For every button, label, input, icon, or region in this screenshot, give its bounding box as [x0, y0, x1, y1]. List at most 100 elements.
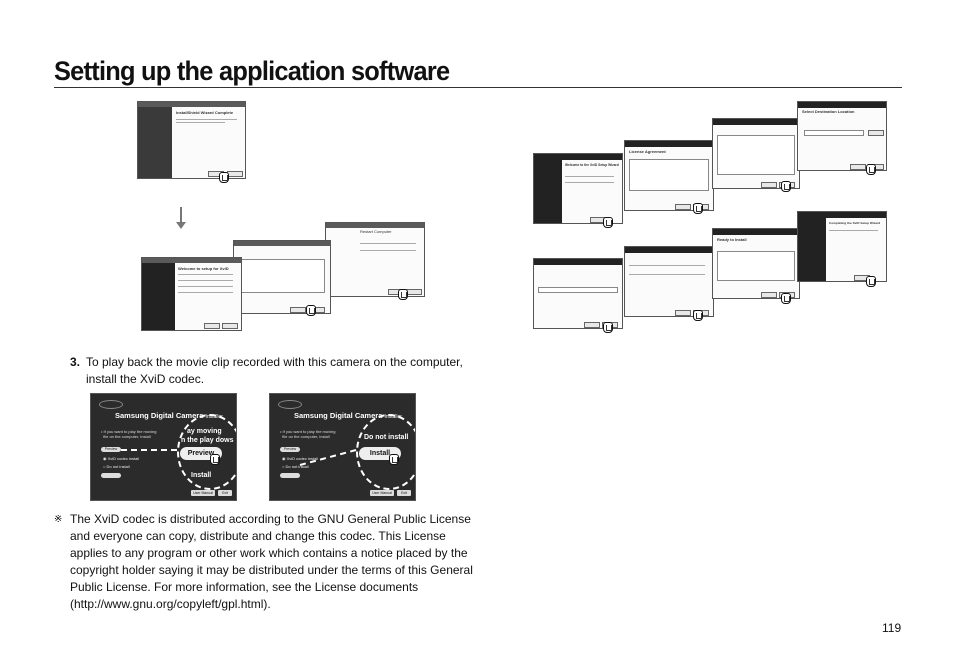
radio-option[interactable]: ○ Do not install	[282, 464, 309, 469]
window-heading: Select Destination Location	[802, 109, 855, 114]
next-button[interactable]	[675, 310, 691, 316]
window-heading: InstallShield Wizard Complete	[176, 110, 234, 115]
window-titlebar	[138, 102, 245, 107]
exit-button[interactable]: Exit	[397, 490, 411, 496]
destination-window: Select Destination Location	[797, 101, 887, 171]
wizard-side-graphic	[138, 107, 172, 178]
window-panel	[240, 259, 325, 293]
next-button[interactable]	[761, 182, 777, 188]
install-option-button[interactable]	[280, 473, 300, 478]
info-window	[712, 118, 800, 189]
next-button[interactable]	[584, 322, 600, 328]
xvid-setup-window	[233, 240, 331, 314]
note-mark: ※	[54, 514, 63, 525]
license-note: ※ The XviD codec is distributed accordin…	[54, 511, 474, 613]
cancel-button[interactable]	[222, 323, 238, 329]
ready-window: Ready to Install	[712, 228, 800, 299]
user-manual-button[interactable]: User Manual	[191, 490, 215, 496]
browse-button[interactable]	[868, 130, 884, 136]
window-titlebar	[534, 154, 622, 160]
installer-text: file on the computer, install	[280, 434, 330, 439]
text-line	[178, 292, 233, 293]
text-line	[176, 119, 237, 120]
text-line	[629, 265, 705, 266]
complete-window: Completing the XviD Setup Wizard	[797, 211, 887, 282]
samsung-logo-icon	[278, 400, 302, 409]
xvid-logo-icon	[534, 160, 562, 223]
next-button[interactable]	[675, 204, 691, 210]
folder-field[interactable]	[538, 287, 618, 293]
window-heading: Ready to Install	[717, 237, 747, 242]
cancel-button[interactable]	[227, 171, 243, 177]
pointer-hand-icon	[398, 289, 408, 300]
license-textbox[interactable]	[629, 159, 709, 191]
radio-option[interactable]: ◉ XviD codec install	[103, 456, 140, 461]
pointer-hand-icon	[603, 217, 613, 228]
user-manual-button[interactable]: User Manual	[370, 490, 394, 496]
window-titlebar	[234, 241, 330, 246]
window-heading: Restart Computer	[360, 229, 392, 234]
preview-option-button[interactable]: Preview	[280, 447, 300, 452]
summary-textbox[interactable]	[717, 251, 795, 281]
text-line	[565, 176, 614, 177]
installer-text: file on the computer, install	[101, 434, 151, 439]
exit-button[interactable]: Exit	[218, 490, 232, 496]
xvid-license-window: Restart Computer	[325, 222, 425, 297]
pointer-hand-icon	[389, 454, 399, 465]
callout-pointer-line	[121, 449, 177, 451]
pointer-hand-icon	[693, 203, 703, 214]
install-complete-window: InstallShield Wizard Complete	[137, 101, 246, 179]
callout-text: n the play dows	[181, 437, 234, 444]
window-titlebar	[625, 141, 713, 147]
callout-text: ay moving	[187, 428, 222, 435]
xvid-logo-icon	[798, 218, 826, 281]
path-field[interactable]	[804, 130, 864, 136]
next-button[interactable]	[290, 307, 306, 313]
window-titlebar	[713, 229, 799, 235]
step-number: 3.	[70, 355, 81, 369]
pointer-hand-icon	[781, 293, 791, 304]
window-titlebar	[798, 102, 886, 108]
flow-arrow	[180, 207, 182, 224]
callout-circle	[356, 414, 415, 490]
title-rule	[54, 87, 902, 88]
cancel-button[interactable]	[406, 289, 422, 295]
install-button[interactable]	[761, 292, 777, 298]
pointer-hand-icon	[603, 322, 613, 333]
window-heading: License Agreement	[629, 149, 666, 154]
pointer-hand-icon	[210, 454, 220, 465]
radio-option[interactable]: ◉ XviD codec install	[282, 456, 319, 461]
window-titlebar	[326, 223, 424, 228]
pointer-hand-icon	[866, 164, 876, 175]
start-menu-window	[533, 258, 623, 329]
preview-option-button[interactable]: Preview	[101, 447, 121, 452]
pointer-hand-icon	[781, 181, 791, 192]
step-text: To play back the movie clip recorded wit…	[86, 355, 463, 386]
next-button[interactable]	[204, 323, 220, 329]
arrow-down-icon	[176, 222, 186, 229]
window-titlebar	[534, 259, 622, 265]
text-line	[829, 230, 878, 231]
pointer-hand-icon	[219, 172, 229, 183]
license-window: License Agreement	[624, 140, 714, 211]
next-button[interactable]	[850, 164, 866, 170]
pointer-hand-icon	[693, 310, 703, 321]
tasks-window	[624, 246, 714, 317]
window-titlebar	[625, 247, 713, 253]
page-title: Setting up the application software	[54, 56, 450, 86]
window-heading: Completing the XviD Setup Wizard	[829, 221, 881, 225]
text-line	[629, 274, 705, 275]
text-line	[176, 122, 225, 123]
window-titlebar	[798, 212, 886, 218]
radio-option[interactable]: ○ Do not install	[103, 464, 130, 469]
callout-circle	[177, 414, 236, 490]
callout-text: Do not install	[364, 434, 409, 441]
window-titlebar	[713, 119, 799, 125]
xvid-welcome-window: Welcome to the XviD Setup Wizard	[533, 153, 623, 224]
samsung-logo-icon	[99, 400, 123, 409]
installer-text: • If you want to play the moving	[280, 429, 336, 434]
text-line	[565, 182, 614, 183]
install-option-button[interactable]	[101, 473, 121, 478]
info-textbox[interactable]	[717, 135, 795, 175]
page-number: 119	[882, 621, 902, 635]
